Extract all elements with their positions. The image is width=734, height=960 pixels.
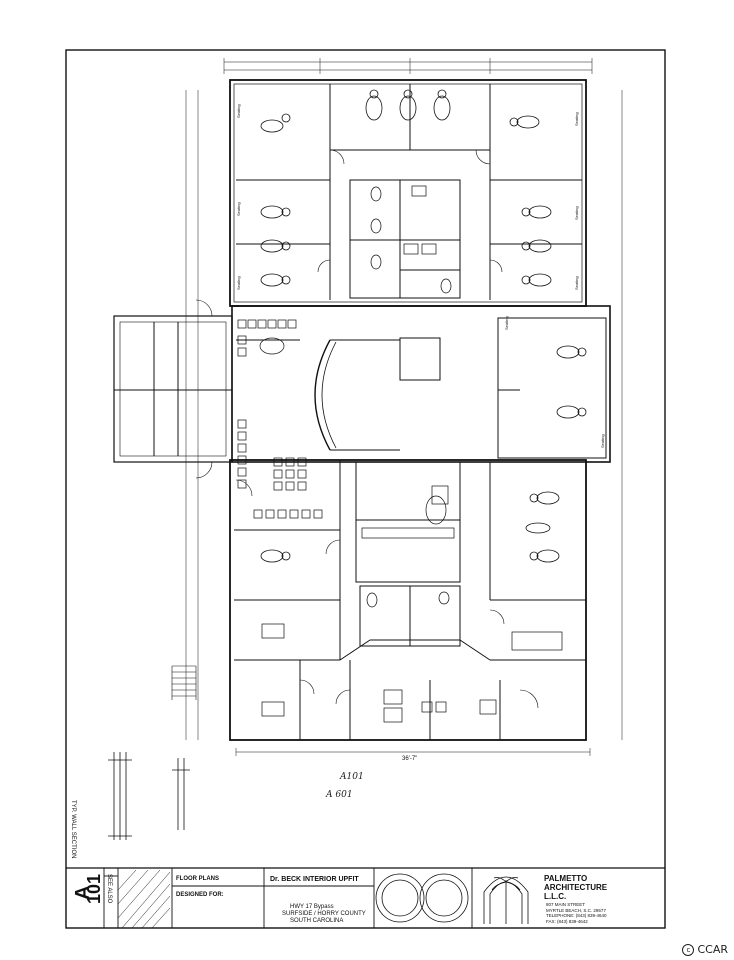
sheet-of-label: SEE ALSO [106,874,112,904]
location-line-3: SOUTH CAROLINA [290,918,344,924]
sheet-border [65,49,666,929]
architect-phone: TELEPHONE: (843) 839-4640 [546,913,607,918]
architect-name: PALMETTO ARCHITECTURE L.L.C. [544,874,607,901]
location-line-2: SURFSIDE / HORRY COUNTY [282,911,366,917]
svg-text:Seating: Seating [236,202,241,216]
architect-address: 807 MAIN STREET MYRTLE BEACH, S.C. 29577… [546,902,607,924]
location-line-1: HWY 17 Bypass [290,904,334,910]
waiting-chairs [237,319,323,519]
designed-for-label: DESIGNED FOR: [176,892,224,898]
sheet-number: 101 [84,873,104,904]
ccar-text: CCAR [697,943,728,956]
architect-address-line-1: 807 MAIN STREET [546,902,586,907]
restroom-fixtures [366,185,452,608]
svg-text:Seating: Seating [600,434,605,448]
section-label: FLOOR PLANS [176,876,219,882]
wall-section-detail [108,752,190,840]
project-title: Dr. BECK INTERIOR UPFIT [270,876,359,883]
hand-note-a601: A 601 [326,790,353,800]
svg-text:Seating: Seating [236,276,241,290]
wall-section-label: TYP. WALL SECTION [70,800,76,859]
palmetto-logo [483,876,529,924]
architect-fax: FAX: (843) 839-4642 [546,918,588,924]
floor-plan [113,58,623,756]
svg-text:Seating: Seating [574,276,579,290]
overall-dimension: 36'-7" [402,756,418,762]
svg-text:Seating: Seating [236,104,241,118]
architect-name-line-2: ARCHITECTURE [544,883,608,892]
hand-note-a101: A101 [340,772,364,782]
dental-chairs [260,89,587,563]
svg-text:Seating: Seating [574,206,579,220]
ccar-watermark: c CCAR [682,943,728,956]
architect-name-line-1: PALMETTO [544,874,588,883]
svg-text:Seating: Seating [574,112,579,126]
architect-address-line-2: MYRTLE BEACH, S.C. 29577 [546,907,606,913]
architect-seals [375,873,469,923]
svg-text:Seating: Seating [504,316,509,330]
copyright-icon: c [682,943,695,956]
architect-name-line-3: L.L.C. [544,892,567,901]
office-furniture [261,485,563,723]
